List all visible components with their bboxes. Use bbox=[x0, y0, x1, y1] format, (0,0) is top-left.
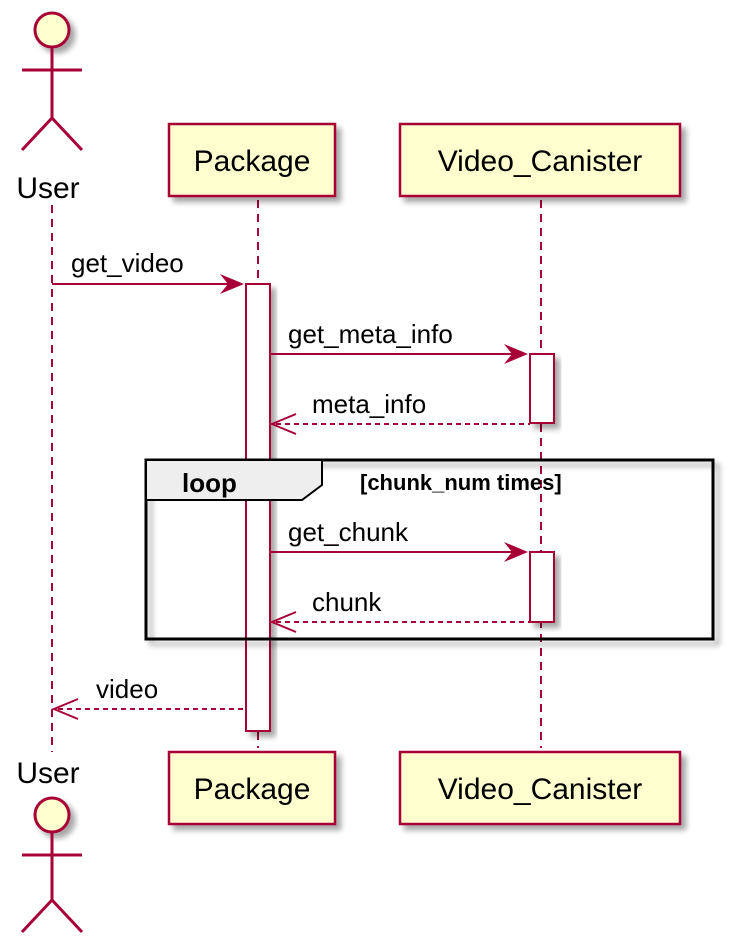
participant-video-canister-top: Video_Canister bbox=[398, 122, 682, 198]
activation-video-canister-2 bbox=[529, 551, 555, 623]
user-actor-icon bbox=[20, 796, 84, 934]
message-chunk: chunk bbox=[269, 587, 530, 633]
participant-video-canister-bottom: Video_Canister bbox=[398, 750, 682, 826]
user-actor-icon bbox=[20, 11, 84, 152]
actor-user-top: User bbox=[16, 11, 84, 205]
participant-label-video-canister-bottom: Video_Canister bbox=[438, 773, 643, 806]
arrowhead bbox=[269, 413, 297, 435]
message-get-chunk: get_chunk bbox=[270, 517, 528, 562]
loop-keyword: loop bbox=[182, 468, 237, 498]
participant-label-video-canister-top: Video_Canister bbox=[438, 145, 643, 178]
activation-video-canister-1 bbox=[529, 353, 555, 424]
message-label: meta_info bbox=[312, 389, 426, 419]
arrowhead bbox=[220, 274, 244, 294]
participant-package-bottom: Package bbox=[167, 750, 337, 826]
participant-label-user-bottom: User bbox=[16, 757, 79, 790]
message-get-meta-info: get_meta_info bbox=[270, 319, 528, 364]
actor-user-bottom: User bbox=[16, 757, 84, 934]
message-video: video bbox=[51, 674, 246, 720]
loop-guard: [chunk_num times] bbox=[360, 470, 562, 495]
arrowhead bbox=[51, 698, 79, 720]
loop-tab bbox=[145, 459, 323, 501]
message-label: video bbox=[96, 674, 158, 704]
participant-package-top: Package bbox=[167, 122, 337, 198]
participant-label-package-bottom: Package bbox=[194, 773, 311, 806]
message-label: get_video bbox=[71, 248, 184, 278]
arrowhead bbox=[504, 344, 528, 364]
message-meta-info: meta_info bbox=[269, 389, 530, 435]
arrowhead bbox=[504, 542, 528, 562]
arrowhead bbox=[269, 611, 297, 633]
message-get-video: get_video bbox=[52, 248, 244, 294]
message-label: get_meta_info bbox=[288, 319, 453, 349]
loop-frame: loop [chunk_num times] bbox=[144, 458, 715, 641]
activation-package bbox=[245, 283, 271, 732]
message-label: get_chunk bbox=[288, 517, 409, 547]
participant-label-user-top: User bbox=[16, 172, 79, 205]
participant-label-package-top: Package bbox=[194, 145, 311, 178]
message-label: chunk bbox=[312, 587, 382, 617]
